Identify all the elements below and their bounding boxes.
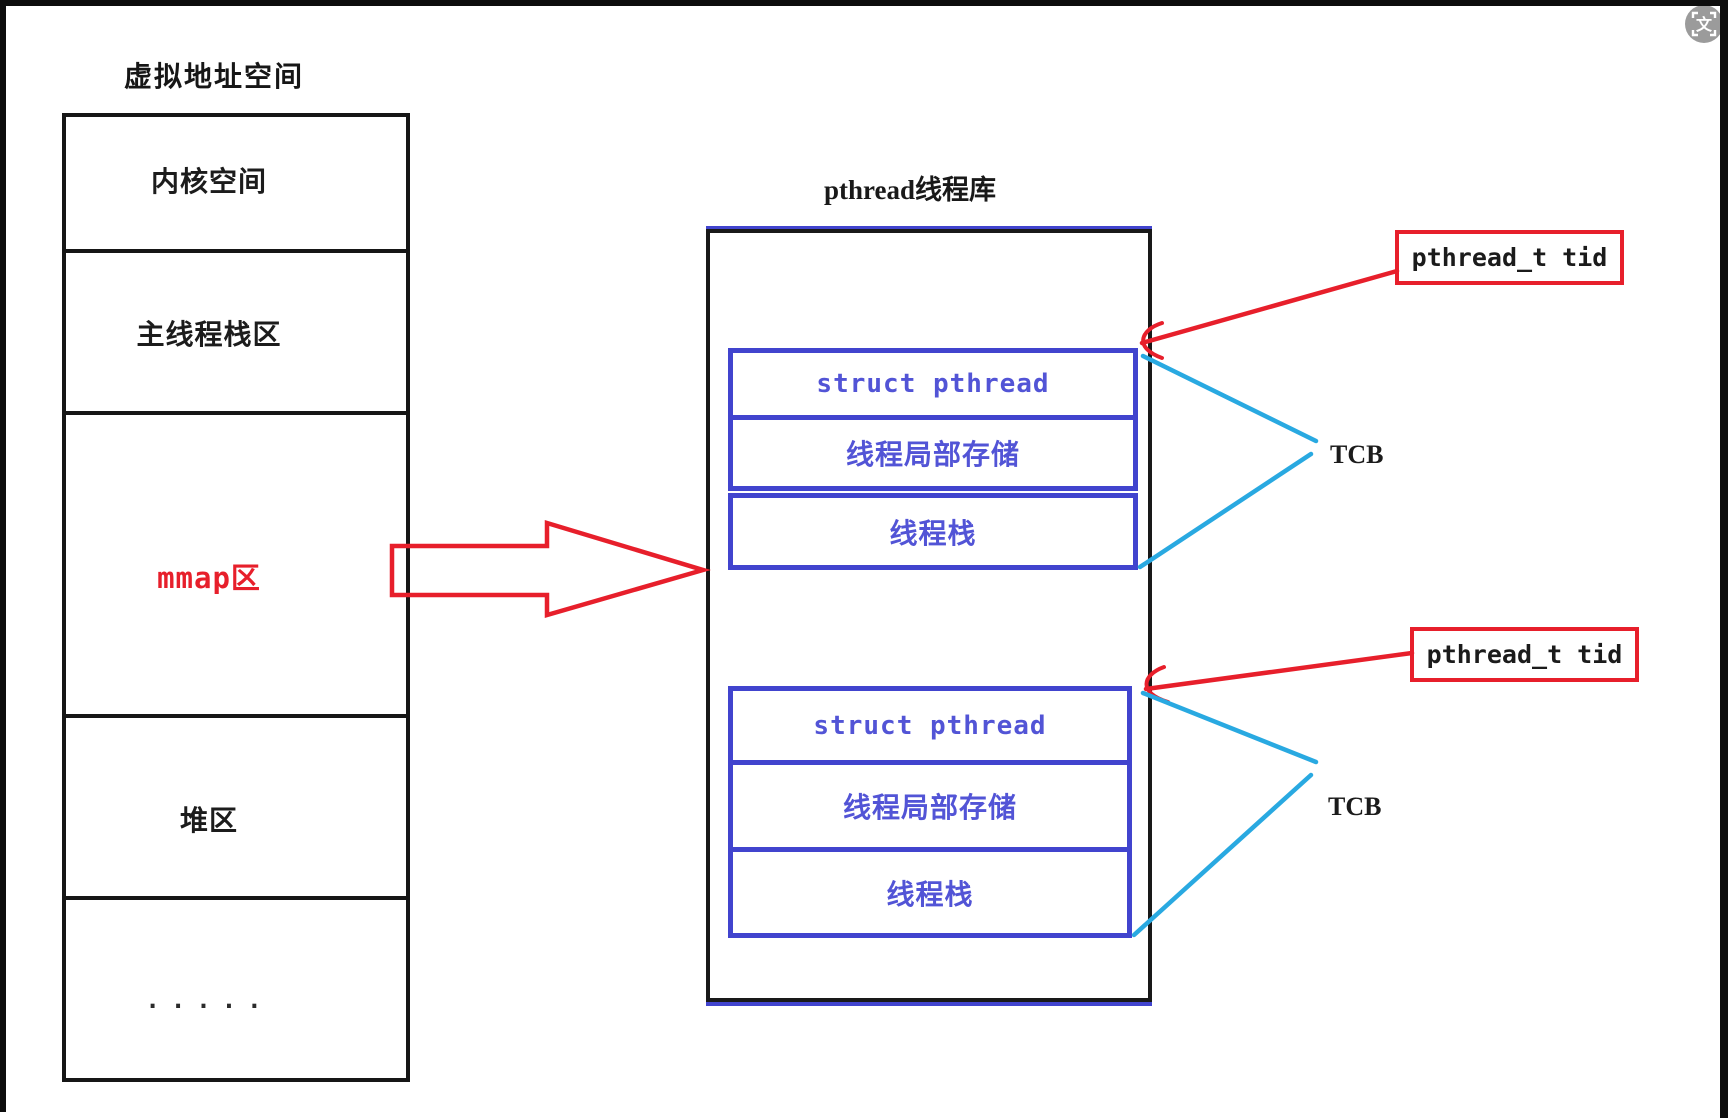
vas-section-kernel-label: 内核空间 bbox=[150, 167, 267, 198]
frame-right bbox=[1720, 0, 1728, 1118]
mmap-to-pthread-arrow bbox=[389, 519, 711, 618]
vas-section-main-thread-stack-label: 主线程栈区 bbox=[136, 320, 282, 351]
frame-left bbox=[0, 0, 6, 1112]
vas-section-ellipsis-label: ..... bbox=[145, 986, 273, 1014]
tcb2-struct-pthread-label: struct pthread bbox=[813, 710, 1047, 741]
tcb-label-2: TCB bbox=[1328, 792, 1382, 821]
tcb1-tls-label: 线程局部存储 bbox=[845, 440, 1020, 471]
tcb-label-1: TCB bbox=[1330, 440, 1384, 469]
tid-box-2-label: pthread_t tid bbox=[1426, 640, 1623, 669]
vas-box bbox=[62, 113, 410, 1082]
tid-box-1-label: pthread_t tid bbox=[1411, 243, 1608, 272]
vas-section-heap-label: 堆区 bbox=[179, 806, 238, 837]
tcb1-thread-stack-label: 线程栈 bbox=[889, 518, 977, 550]
translate-icon[interactable]: 文 bbox=[1682, 2, 1726, 46]
tid-box-2: pthread_t tid bbox=[1410, 627, 1639, 682]
vas-divider-1 bbox=[62, 249, 410, 253]
tcb1-row-thread-local-storage: 线程局部存储 bbox=[728, 415, 1138, 491]
translate-icon-brackets bbox=[1691, 11, 1717, 37]
vas-divider-2 bbox=[62, 411, 410, 415]
translate-icon-circle bbox=[1685, 5, 1723, 43]
tcb1-row-struct-pthread: struct pthread bbox=[728, 348, 1138, 420]
tcb2-row-thread-stack: 线程栈 bbox=[728, 847, 1132, 938]
tcb2-bracket-lower-line bbox=[1131, 772, 1314, 938]
tcb2-tls-label: 线程局部存储 bbox=[842, 793, 1017, 824]
tcb2-bracket-upper-line bbox=[1140, 690, 1319, 765]
tcb1-struct-pthread-label: struct pthread bbox=[816, 369, 1050, 399]
frame-top bbox=[0, 0, 1728, 6]
tcb1-bracket-lower-line bbox=[1137, 451, 1314, 570]
tcb2-row-thread-local-storage: 线程局部存储 bbox=[728, 760, 1132, 852]
vas-divider-4 bbox=[62, 896, 410, 900]
pthread-box-title: pthread线程库 bbox=[823, 175, 997, 205]
tcb1-bracket-upper-line bbox=[1140, 353, 1319, 444]
translate-icon-glyph: 文 bbox=[1696, 15, 1713, 34]
tid1-pointer-line bbox=[1139, 268, 1400, 346]
tid-box-1: pthread_t tid bbox=[1395, 230, 1624, 285]
vas-section-mmap-label: mmap区 bbox=[157, 561, 261, 595]
vas-divider-3 bbox=[62, 714, 410, 718]
tcb1-row-thread-stack: 线程栈 bbox=[728, 493, 1138, 570]
vas-title: 虚拟地址空间 bbox=[123, 62, 304, 93]
tcb2-row-struct-pthread: struct pthread bbox=[728, 686, 1132, 765]
tcb2-thread-stack-label: 线程栈 bbox=[886, 879, 974, 911]
tid2-pointer-line bbox=[1143, 650, 1415, 692]
